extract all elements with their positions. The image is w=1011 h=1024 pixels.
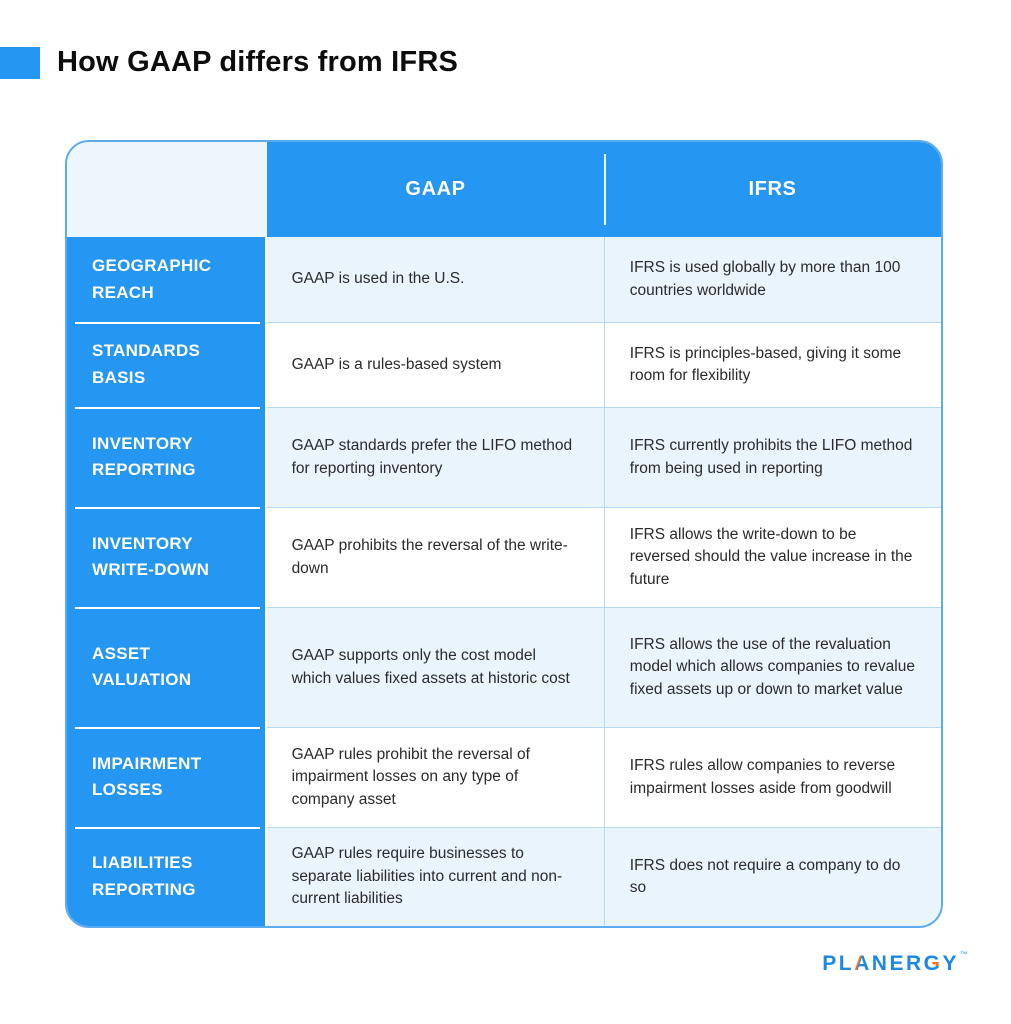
- trademark-symbol: ™: [960, 950, 968, 959]
- ifrs-cell: IFRS is used globally by more than 100 c…: [603, 237, 941, 322]
- row-label: ASSET VALUATION: [67, 607, 267, 727]
- logo-letter-a: A: [854, 952, 872, 975]
- ifrs-cell: IFRS allows the use of the revaluation m…: [603, 607, 941, 727]
- page-title: How GAAP differs from IFRS: [57, 46, 459, 78]
- logo-text: NER: [871, 952, 924, 975]
- gaap-cell: GAAP supports only the cost model which …: [266, 607, 604, 727]
- logo-text: Y: [942, 952, 959, 975]
- logo-text: PL: [822, 952, 855, 975]
- row-label: INVENTORY WRITE-DOWN: [67, 507, 267, 607]
- table-row: STANDARDS BASIS GAAP is a rules-based sy…: [67, 322, 941, 407]
- gaap-cell: GAAP is a rules-based system: [266, 322, 604, 407]
- logo-letter-g: G: [923, 952, 943, 976]
- table-row: INVENTORY REPORTING GAAP standards prefe…: [67, 407, 941, 507]
- row-label: STANDARDS BASIS: [67, 322, 267, 407]
- table-header-row: GAAP IFRS: [67, 142, 941, 237]
- ifrs-cell: IFRS currently prohibits the LIFO method…: [603, 407, 941, 507]
- ifrs-cell: IFRS rules allow companies to reverse im…: [603, 727, 941, 827]
- row-label: INVENTORY REPORTING: [67, 407, 267, 507]
- table-row: ASSET VALUATION GAAP supports only the c…: [67, 607, 941, 727]
- corner-cell: [67, 142, 267, 237]
- table-row: GEOGRAPHIC REACH GAAP is used in the U.S…: [67, 237, 941, 322]
- row-label: LIABILITIES REPORTING: [67, 827, 267, 926]
- gaap-cell: GAAP is used in the U.S.: [266, 237, 604, 322]
- gaap-cell: GAAP rules require businesses to separat…: [266, 827, 604, 926]
- ifrs-cell: IFRS is principles-based, giving it some…: [603, 322, 941, 407]
- row-label: IMPAIRMENT LOSSES: [67, 727, 267, 827]
- title-accent-bar: [0, 47, 40, 79]
- comparison-table: GAAP IFRS GEOGRAPHIC REACH GAAP is used …: [65, 140, 943, 928]
- table-row: LIABILITIES REPORTING GAAP rules require…: [67, 827, 941, 926]
- table-row: IMPAIRMENT LOSSES GAAP rules prohibit th…: [67, 727, 941, 827]
- column-header-gaap: GAAP: [267, 142, 604, 237]
- planergy-logo: PLANERGY™: [822, 950, 968, 976]
- column-header-ifrs: IFRS: [604, 142, 941, 237]
- ifrs-cell: IFRS does not require a company to do so: [603, 827, 941, 926]
- table-row: INVENTORY WRITE-DOWN GAAP prohibits the …: [67, 507, 941, 607]
- gaap-cell: GAAP standards prefer the LIFO method fo…: [266, 407, 604, 507]
- gaap-cell: GAAP rules prohibit the reversal of impa…: [266, 727, 604, 827]
- gaap-cell: GAAP prohibits the reversal of the write…: [266, 507, 604, 607]
- ifrs-cell: IFRS allows the write-down to be reverse…: [603, 507, 941, 607]
- row-label: GEOGRAPHIC REACH: [67, 237, 267, 322]
